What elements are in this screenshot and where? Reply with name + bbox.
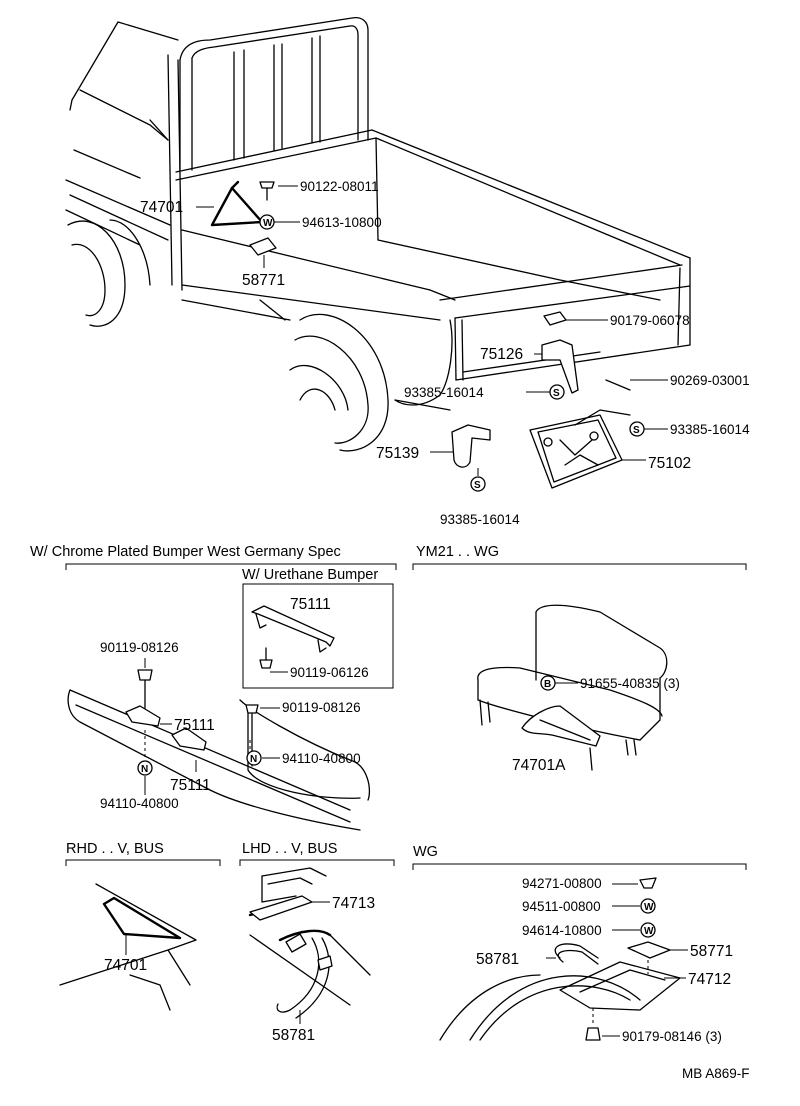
- symbol-s-c: S: [474, 480, 481, 491]
- header-lhd: LHD . . V, BUS: [242, 841, 337, 857]
- chrome-bumper: [67, 669, 371, 831]
- truck-drawing: [65, 16, 691, 452]
- symbol-s-b: S: [633, 425, 640, 436]
- bolt-90122: [259, 181, 275, 201]
- label-90119-06126: 90119-06126: [290, 665, 369, 680]
- spare-carrier-parts: [430, 311, 668, 492]
- label-75139: 75139: [376, 445, 419, 462]
- label-74713: 74713: [332, 895, 375, 912]
- label-94271: 94271-00800: [522, 876, 602, 891]
- lhd-parts: [248, 867, 371, 1019]
- label-74701-rhd: 74701: [104, 957, 147, 974]
- label-90269: 90269-03001: [670, 373, 750, 388]
- symbol-n-a: N: [141, 764, 148, 775]
- bracket-rhd: [65, 859, 221, 866]
- symbol-w-b: W: [644, 926, 654, 937]
- rhd-jack-handle: [59, 883, 197, 1011]
- label-58771-wg: 58771: [690, 943, 733, 960]
- bracket-ym21: [412, 563, 747, 570]
- label-90119-08126-b: 90119-08126: [282, 700, 361, 715]
- header-chrome-bumper: W/ Chrome Plated Bumper West Germany Spe…: [30, 544, 341, 560]
- jack-handle-74701: [210, 180, 264, 227]
- label-94613: 94613-10800: [302, 215, 382, 230]
- urethane-box: [242, 583, 394, 689]
- footer-code: MB A869-F: [682, 1066, 750, 1081]
- label-91655: 91655-40835 (3): [580, 676, 680, 691]
- label-93385-a: 93385-16014: [404, 385, 484, 400]
- bracket-wg: [412, 863, 747, 870]
- bracket-chrome: [65, 563, 397, 570]
- header-rhd: RHD . . V, BUS: [66, 841, 164, 857]
- bracket-75111-box: [251, 605, 335, 669]
- label-93385-c: 93385-16014: [440, 512, 520, 527]
- bracket-lhd: [239, 859, 395, 866]
- label-58781-lhd: 58781: [272, 1027, 315, 1044]
- label-75126: 75126: [480, 346, 523, 363]
- label-94110-b: 94110-40800: [100, 796, 179, 811]
- symbol-w-a: W: [644, 902, 654, 913]
- label-74701a: 74701A: [512, 757, 566, 774]
- header-wg: WG: [413, 844, 438, 860]
- symbol-s-a: S: [553, 388, 560, 399]
- label-75111-b: 75111: [170, 777, 211, 794]
- header-ym21: YM21 . . WG: [416, 544, 499, 560]
- label-74712: 74712: [688, 971, 731, 988]
- label-74701-top: 74701: [140, 199, 183, 216]
- label-75102: 75102: [648, 455, 691, 472]
- symbol-n-b: N: [250, 754, 257, 765]
- symbol-w-top: W: [263, 218, 273, 229]
- seat-ym21: [477, 604, 668, 771]
- label-90179-08146: 90179-08146 (3): [622, 1029, 722, 1044]
- label-58781-wg: 58781: [476, 951, 519, 968]
- label-90179-06078: 90179-06078: [610, 313, 690, 328]
- bracket-58771-top: [249, 237, 277, 256]
- label-75111-a: 75111: [174, 717, 215, 734]
- label-58771-top: 58771: [242, 272, 285, 289]
- header-urethane: W/ Urethane Bumper: [242, 567, 378, 583]
- label-90119-08126-a: 90119-08126: [100, 640, 179, 655]
- label-94110-a: 94110-40800: [282, 751, 361, 766]
- label-94511: 94511-00800: [522, 899, 601, 914]
- label-93385-b: 93385-16014: [670, 422, 750, 437]
- wg-parts: [439, 877, 681, 1041]
- label-94614: 94614-10800: [522, 923, 602, 938]
- label-75111-box: 75111: [290, 596, 331, 613]
- label-90122: 90122-08011: [300, 179, 379, 194]
- symbol-b: B: [544, 679, 551, 690]
